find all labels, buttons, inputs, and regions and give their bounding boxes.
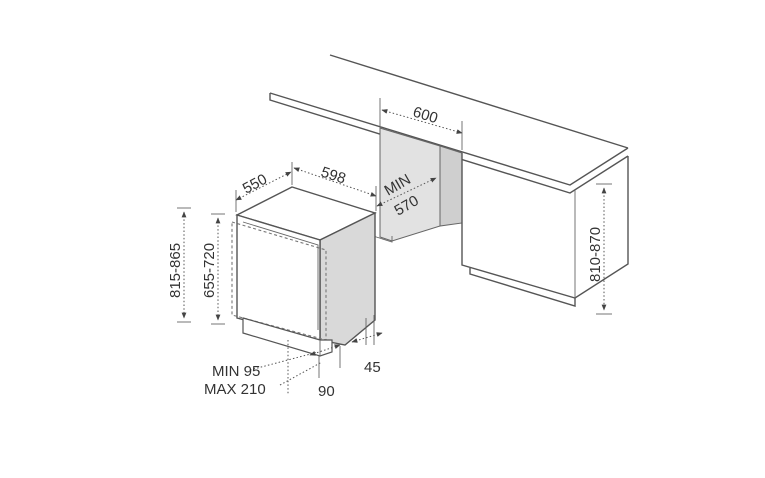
plinth-min-label: MIN 95 (212, 363, 260, 380)
cabinet-height-label: 810-870 (587, 227, 604, 282)
body-height-label: 655-720 (201, 243, 218, 298)
total-height-label: 815-865 (167, 243, 184, 298)
dishwasher-appliance (231, 186, 377, 357)
niche-width-label: 600 (411, 104, 440, 128)
appliance-width-label: 598 (319, 164, 348, 188)
plinth-max-label: MAX 210 (204, 381, 266, 398)
appliance-depth-label: 550 (240, 171, 270, 198)
door-offset-label: 45 (364, 359, 381, 376)
foot-depth-label: 90 (318, 383, 335, 400)
adjacent-cabinet (461, 153, 629, 307)
